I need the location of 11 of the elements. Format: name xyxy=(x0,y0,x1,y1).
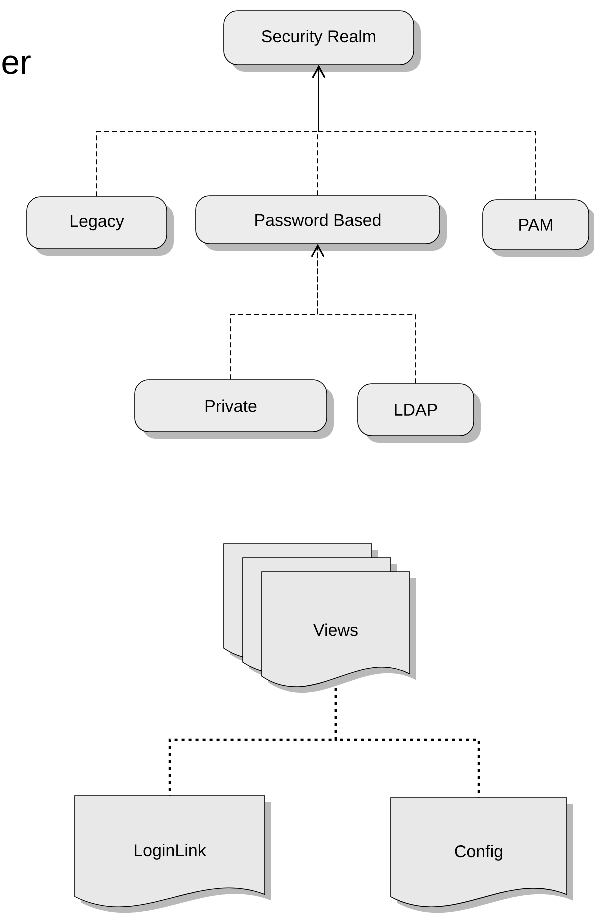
connector xyxy=(334,688,480,798)
rounded-box: PAM xyxy=(482,200,594,257)
connector xyxy=(312,65,536,200)
rounded-box: Private xyxy=(134,380,334,439)
rounded-box: Legacy xyxy=(26,196,174,256)
text-fragment: er xyxy=(2,56,31,74)
rounded-box: LDAP xyxy=(358,384,481,443)
rounded-box: Password Based xyxy=(196,196,447,251)
rounded-box: Security Realm xyxy=(224,10,421,72)
stacked-documents-drawing: Views xyxy=(224,544,416,693)
connector xyxy=(311,244,416,384)
